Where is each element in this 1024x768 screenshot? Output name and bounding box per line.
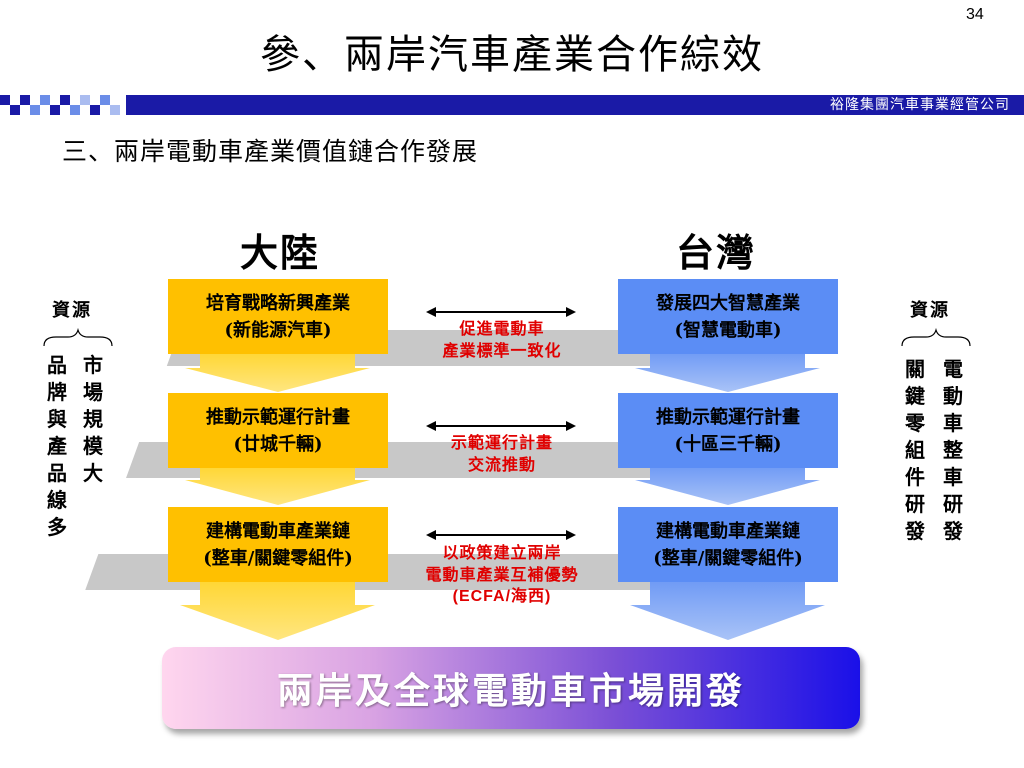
cooperation-3: 以政策建立兩岸 電動車產業互補優勢 (ECFA/海西) <box>392 542 612 608</box>
taiwan-stage-2-line1: 推動示範運行計畫 <box>656 406 800 428</box>
mainland-stage-1: 培育戰略新興產業 (新能源汽車) <box>168 279 388 354</box>
taiwan-down-arrows <box>630 352 825 640</box>
cooperation-arrows <box>426 307 576 540</box>
taiwan-stage-1-line2: (智慧電動車) <box>674 319 782 341</box>
section-subtitle: 三、兩岸電動車產業價值鏈合作發展 <box>62 137 479 166</box>
mainland-resource-col2: 市場規模大 <box>83 353 103 485</box>
company-name: 裕隆集團汽車事業經管公司 <box>830 97 1010 113</box>
cooperation-1-line1: 促進電動車 <box>459 319 545 338</box>
cooperation-1: 促進電動車 產業標準一致化 <box>400 318 604 362</box>
cooperation-3-line3: (ECFA/海西) <box>452 588 552 605</box>
taiwan-label: 台灣 <box>676 230 757 275</box>
mainland-resource-label: 資源 <box>52 300 92 321</box>
mainland-resource-col1: 品牌與產品線多 <box>47 353 67 539</box>
header-band: 裕隆集團汽車事業經管公司 <box>0 95 1024 115</box>
taiwan-stage-2: 推動示範運行計畫 (十區三千輛) <box>618 393 838 468</box>
page-number: 34 <box>966 6 984 23</box>
taiwan-stage-1: 發展四大智慧產業 (智慧電動車) <box>618 279 838 354</box>
cooperation-3-line2: 電動車產業互補優勢 <box>425 565 579 584</box>
mainland-stage-3-line1: 建構電動車產業鏈 <box>206 520 350 542</box>
taiwan-stage-3: 建構電動車產業鏈 (整車/關鍵零組件) <box>618 507 838 582</box>
mainland-stage-3: 建構電動車產業鏈 (整車/關鍵零組件) <box>168 507 388 582</box>
mainland-stage-2-line2: (廿城千輛) <box>233 433 323 455</box>
mainland-stage-3-line2: (整車/關鍵零組件) <box>203 547 353 569</box>
mainland-label: 大陸 <box>240 230 321 275</box>
taiwan-resource-col2: 電動車整車研發 <box>943 357 963 543</box>
mainland-stage-1-line2: (新能源汽車) <box>224 319 332 341</box>
taiwan-stage-1-line1: 發展四大智慧產業 <box>656 292 800 314</box>
mainland-stage-1-line1: 培育戰略新興產業 <box>206 292 350 314</box>
taiwan-stage-3-line1: 建構電動車產業鏈 <box>656 520 800 542</box>
cooperation-1-line2: 產業標準一致化 <box>442 341 562 360</box>
mainland-down-arrows <box>180 352 375 640</box>
taiwan-stage-2-line2: (十區三千輛) <box>674 433 782 455</box>
result-text: 兩岸及全球電動車市場開發 <box>276 670 745 712</box>
cooperation-2-line2: 交流推動 <box>467 455 536 474</box>
mainland-stage-2: 推動示範運行計畫 (廿城千輛) <box>168 393 388 468</box>
page-title: 參、兩岸汽車產業合作綜效 <box>260 32 764 78</box>
result-banner: 兩岸及全球電動車市場開發 <box>162 647 860 729</box>
mainland-stage-2-line1: 推動示範運行計畫 <box>206 406 350 428</box>
taiwan-resource-col1: 關鍵零組件研發 <box>905 357 925 543</box>
taiwan-stage-3-line2: (整車/關鍵零組件) <box>653 547 803 569</box>
cooperation-3-line1: 以政策建立兩岸 <box>442 543 562 562</box>
cooperation-2-line1: 示範運行計畫 <box>450 433 553 452</box>
taiwan-resource-label: 資源 <box>910 300 950 321</box>
cooperation-2: 示範運行計畫 交流推動 <box>400 432 604 476</box>
header-bar: 裕隆集團汽車事業經管公司 <box>126 95 1024 115</box>
resource-braces <box>43 327 971 347</box>
